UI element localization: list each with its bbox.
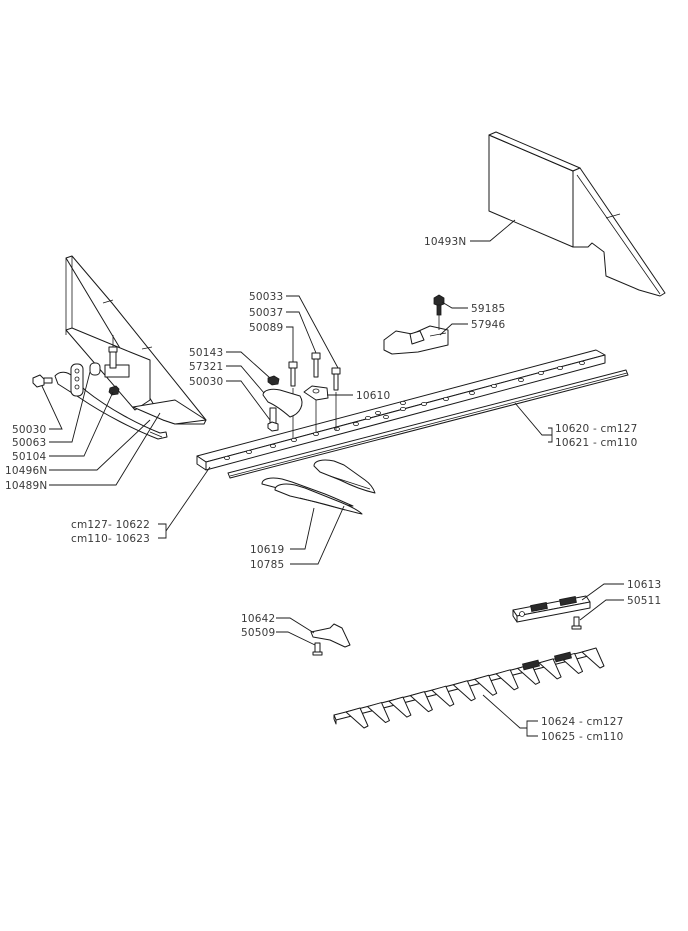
knife-sections-part[interactable] <box>333 647 605 729</box>
knife-section <box>431 685 455 707</box>
knife-section <box>452 680 476 702</box>
right-crop-divider-part[interactable] <box>488 131 666 297</box>
knife-section <box>409 691 433 713</box>
knife-back-10642-part[interactable] <box>310 623 351 648</box>
rivet-50511-part[interactable] <box>571 616 582 630</box>
label-50089: 50089 <box>249 322 283 334</box>
label-10620: 10620 - cm127 <box>555 423 638 435</box>
label-10613: 10613 <box>627 579 661 591</box>
label-10622: cm127- 10622 <box>71 519 150 531</box>
bolt-59185-part[interactable] <box>433 294 445 330</box>
label-50511: 50511 <box>627 595 661 607</box>
knife-section <box>538 658 562 680</box>
knife-section <box>474 674 498 696</box>
label-10619: 10619 <box>250 544 284 556</box>
main-bar-part[interactable] <box>196 349 629 479</box>
label-57321: 57321 <box>189 361 223 373</box>
clamp-part[interactable] <box>104 335 130 396</box>
label-59185: 59185 <box>471 303 505 315</box>
bolts-assembly[interactable] <box>262 352 341 438</box>
bar-holes <box>224 360 585 460</box>
knife-section <box>366 702 390 724</box>
label-50030-top: 50030 <box>189 376 223 388</box>
bracket-57946-part[interactable] <box>383 325 449 355</box>
label-50030-left: 50030 <box>12 424 46 436</box>
rivet-50509-part[interactable] <box>312 642 323 656</box>
label-10642: 10642 <box>241 613 275 625</box>
label-10624: 10624 - cm127 <box>541 716 624 728</box>
label-50143: 50143 <box>189 347 223 359</box>
part-labels: 10493N 59185 57946 50033 50037 50089 501… <box>5 236 661 743</box>
label-10623: cm110- 10623 <box>71 533 150 545</box>
knife-guard-part[interactable] <box>261 459 376 515</box>
label-50063: 50063 <box>12 437 46 449</box>
knife-head-10613-part[interactable] <box>512 595 591 623</box>
knife-head-plate <box>554 651 572 663</box>
label-10496N: 10496N <box>5 465 47 477</box>
knife-back-strip-end <box>333 714 337 725</box>
label-10610: 10610 <box>356 390 390 402</box>
knife-section <box>388 696 412 718</box>
knife-section <box>495 669 519 691</box>
knife-section <box>581 647 605 669</box>
knife-head-plate <box>522 659 540 671</box>
knife-section <box>345 707 369 729</box>
leader-lines <box>41 219 624 737</box>
label-50037: 50037 <box>249 307 283 319</box>
label-57946: 57946 <box>471 319 506 331</box>
label-10625: 10625 - cm110 <box>541 731 624 743</box>
label-10489N: 10489N <box>5 480 47 492</box>
label-50509: 50509 <box>241 627 275 639</box>
label-50033: 50033 <box>249 291 283 303</box>
label-50104: 50104 <box>12 451 47 463</box>
bolt-left-part[interactable] <box>32 374 53 388</box>
label-10493N: 10493N <box>424 236 466 248</box>
label-10785: 10785 <box>250 559 284 571</box>
bracket-plate-part[interactable] <box>70 362 101 397</box>
label-10621: 10621 - cm110 <box>555 437 638 449</box>
